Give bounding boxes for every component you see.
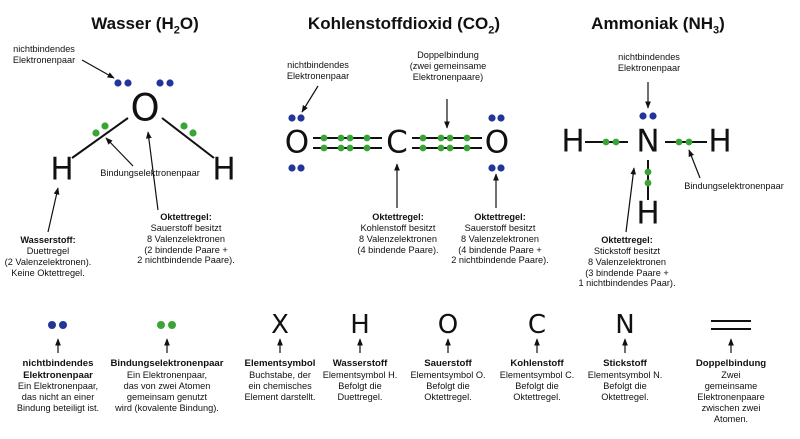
water-oxygen-symbol: O xyxy=(130,86,160,130)
legend-h-symbol: H xyxy=(350,310,370,340)
legend-arrows xyxy=(55,338,734,353)
co2-bonding-pairs-left xyxy=(320,134,371,152)
legend-x-symbol: X xyxy=(271,310,289,340)
water-octet-note: Oktettregel: Sauerstoff besitzt 8 Valenz… xyxy=(137,212,235,266)
co2-molecule xyxy=(288,85,505,208)
co2-lone-pair-right-top xyxy=(488,114,505,122)
nh3-hydrogen-right-symbol: H xyxy=(708,123,732,160)
nh3-bonding-arrow xyxy=(688,149,701,179)
nh3-bonding-label: Bindungselektronenpaar xyxy=(684,181,784,191)
legend-o-symbol: O xyxy=(437,310,459,340)
legend-nitrogen: Stickstoff Elementsymbol N. Befolgt die … xyxy=(587,358,663,402)
legend-bonding-pair-icon xyxy=(157,321,176,329)
co2-oxygen-right-symbol: O xyxy=(484,124,510,161)
nh3-molecule xyxy=(585,82,707,233)
nh3-lone-pair xyxy=(639,112,657,120)
co2-double-bond-label: Doppelbindung (zwei gemeinsame Elektrone… xyxy=(409,50,487,82)
co2-lone-pair-arrow xyxy=(301,85,319,113)
nh3-bonding-pair-right xyxy=(675,138,693,146)
co2-lone-pair-right-bottom xyxy=(488,164,505,172)
co2-lone-pair-left-top xyxy=(288,114,305,122)
nh3-hydrogen-left-symbol: H xyxy=(561,123,585,160)
nh3-octet-note: Oktettregel: Stickstoff besitzt 8 Valenz… xyxy=(578,235,676,289)
legend-n-symbol: N xyxy=(615,310,635,340)
title-nh3: Ammoniak (NH3) xyxy=(591,14,725,37)
nh3-octet-arrow xyxy=(625,167,637,233)
water-hydrogen-arrow xyxy=(47,187,60,233)
co2-bonding-pairs-right xyxy=(419,134,471,152)
nh3-bonding-pair-left xyxy=(602,138,620,146)
water-bond-left xyxy=(71,117,129,159)
legend-element-symbol: Elementsymbol Buchstabe, der ein chemisc… xyxy=(244,358,316,402)
co2-carbon-symbol: C xyxy=(386,124,408,161)
nh3-nitrogen-symbol: N xyxy=(636,123,660,160)
legend-oxygen: Sauerstoff Elementsymbol O. Befolgt die … xyxy=(410,358,486,402)
legend-double-bond: Doppelbindung Zwei gemeinsame Elektronen… xyxy=(695,358,767,424)
water-hydrogen-left-symbol: H xyxy=(50,151,74,188)
co2-lone-pair-left-bottom xyxy=(288,164,305,172)
title-water: Wasser (H2O) xyxy=(91,14,199,37)
water-bonding-pair-left xyxy=(92,122,109,137)
nh3-bonding-pair-bottom xyxy=(644,168,652,187)
water-molecule xyxy=(47,59,215,233)
water-bonding-arrow xyxy=(105,137,134,167)
legend-icons xyxy=(48,320,751,353)
water-bonding-pair-right xyxy=(180,122,197,137)
legend-c-symbol: C xyxy=(527,310,547,340)
water-octet-arrow xyxy=(145,131,159,211)
nh3-hydrogen-bottom-symbol: H xyxy=(636,195,660,232)
legend-bonding-pair: Bindungselektronenpaar Ein Elektronenpaa… xyxy=(110,358,224,413)
legend-lone-pair: nichtbindendes Elektronenpaar Ein Elektr… xyxy=(16,358,100,414)
co2-oxygen-octet-note: Oktettregel: Sauerstoff besitzt 8 Valenz… xyxy=(451,212,549,266)
legend-double-bond-icon xyxy=(711,320,751,330)
water-bond-right xyxy=(161,117,215,159)
title-co2: Kohlenstoffdioxid (CO2) xyxy=(307,14,501,37)
water-lone-pair-arrow xyxy=(81,59,115,79)
co2-oxygen-left-symbol: O xyxy=(284,124,310,161)
legend-lone-pair-icon xyxy=(48,321,67,329)
legend-hydrogen: Wasserstoff Elementsymbol H. Befolgt die… xyxy=(322,358,398,402)
co2-carbon-octet-note: Oktettregel: Kohlenstoff besitzt 8 Valen… xyxy=(357,212,439,255)
legend-carbon: Kohlenstoff Elementsymbol C. Befolgt die… xyxy=(499,358,575,402)
water-hydrogen-right-symbol: H xyxy=(212,151,236,188)
water-lone-pair-right xyxy=(156,79,174,87)
water-hydrogen-note: Wasserstoff: Duettregel (2 Valenzelektro… xyxy=(4,235,92,278)
water-bonding-label: Bindungselektronenpaar xyxy=(100,168,200,178)
water-lone-pair-left xyxy=(114,79,132,87)
